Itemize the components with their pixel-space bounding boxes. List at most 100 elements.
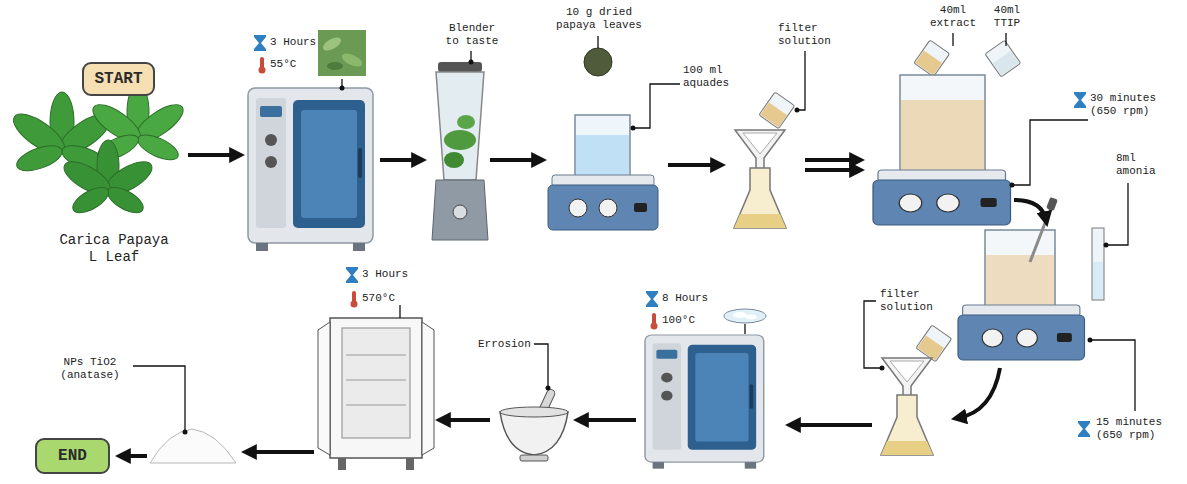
leader-dot [340, 86, 345, 91]
leader-dot [1088, 338, 1093, 343]
temperature-icon [351, 291, 358, 308]
mortar-pestle [500, 412, 568, 455]
step-label: 3 Hours [362, 268, 408, 281]
leader-dot [183, 430, 188, 435]
process-arrow [122, 155, 1046, 456]
leader-line [952, 33, 953, 46]
filter-setup [881, 395, 933, 455]
petri-dish [733, 312, 747, 318]
process-arrow [805, 158, 858, 162]
leaf-photo [327, 62, 343, 70]
mortar-pestle [520, 455, 548, 461]
process-arrow [792, 423, 872, 427]
powder-pile [150, 429, 236, 463]
hotplate-stirrer [901, 100, 984, 170]
temperature-icon [651, 313, 658, 330]
terminal-text: END [58, 447, 87, 466]
leader-line [864, 301, 882, 368]
papaya-leaves [8, 84, 189, 218]
papaya-leaves [59, 140, 157, 218]
blender [432, 62, 488, 240]
step-label: filter solution [880, 288, 940, 314]
time-icon [1074, 92, 1086, 108]
temperature-icon [259, 57, 266, 74]
blender [436, 72, 484, 180]
furnace [318, 322, 330, 455]
leader-line [797, 51, 805, 110]
papaya-leaves [69, 182, 113, 218]
filter-setup [734, 168, 786, 228]
filter-setup [916, 325, 952, 362]
leader-dot [880, 366, 885, 371]
blender [444, 152, 464, 168]
process-arrow [248, 450, 314, 454]
leader-line [1090, 340, 1135, 411]
petri-dish [745, 315, 757, 320]
furnace [346, 355, 406, 356]
hotplate-stirrer [575, 115, 630, 176]
hotplate-stirrer [1092, 228, 1104, 300]
blender [444, 130, 476, 150]
petri-dish [724, 309, 766, 323]
process-arrow [122, 454, 147, 458]
hotplate-stirrer [576, 135, 629, 175]
leader-line [1005, 33, 1006, 46]
step-label: NPs TiO2 (anatase) [48, 356, 132, 382]
filter-setup [881, 325, 952, 455]
filter-setup [735, 130, 785, 170]
leader-line [534, 344, 548, 388]
end-terminal: END [35, 438, 110, 474]
mortar-pestle [500, 388, 568, 461]
process-arrow [188, 153, 238, 157]
furnace [342, 328, 410, 438]
leaf-photo [340, 51, 364, 69]
petri-dish [724, 309, 766, 323]
furnace [422, 322, 434, 455]
leader-line [1012, 120, 1088, 185]
hotplate-stirrer [548, 175, 658, 230]
time-icon [646, 291, 658, 307]
leader-line [744, 324, 745, 334]
furnace [330, 318, 422, 458]
step-label: Errosion [478, 338, 531, 351]
hotplate-stirrer [985, 40, 1021, 77]
leader-dot [183, 60, 1109, 435]
hotplate-stirrer [985, 230, 1055, 306]
hotplate-stirrer [873, 40, 1021, 225]
furnace [338, 458, 346, 470]
leaf-photo [321, 35, 343, 54]
process-arrow [380, 158, 420, 162]
start-terminal: START [82, 62, 155, 96]
hotplate-stirrer [986, 255, 1054, 305]
furnace [346, 380, 406, 381]
process-arrow [442, 418, 490, 422]
hotplate-stirrer [1093, 262, 1103, 299]
furnace [346, 405, 406, 406]
furnace [406, 458, 414, 470]
leaf-photo [318, 30, 366, 76]
leader-line [133, 33, 1135, 432]
leader-line [597, 36, 598, 48]
leaf-photo [318, 30, 366, 76]
hotplate-stirrer [548, 48, 658, 230]
blender [457, 115, 475, 129]
step-label: 8ml amonia [1116, 152, 1168, 178]
step-label: 40ml extract [924, 4, 982, 30]
leader-dot [1104, 243, 1109, 248]
leader-line [133, 366, 185, 432]
step-label: 30 minutes (650 rpm) [1090, 92, 1166, 118]
papaya-leaves [134, 130, 181, 165]
terminal-text: START [94, 70, 142, 89]
process-arrow [958, 368, 1000, 418]
leader-dot [469, 60, 474, 65]
hotplate-stirrer [873, 170, 1011, 225]
mortar-pestle [500, 407, 568, 417]
hotplate-stirrer [958, 197, 1104, 360]
step-label: filter solution [778, 22, 838, 48]
hotplate-stirrer [1030, 205, 1052, 262]
furnace [318, 318, 434, 470]
leader-line [1106, 183, 1128, 245]
